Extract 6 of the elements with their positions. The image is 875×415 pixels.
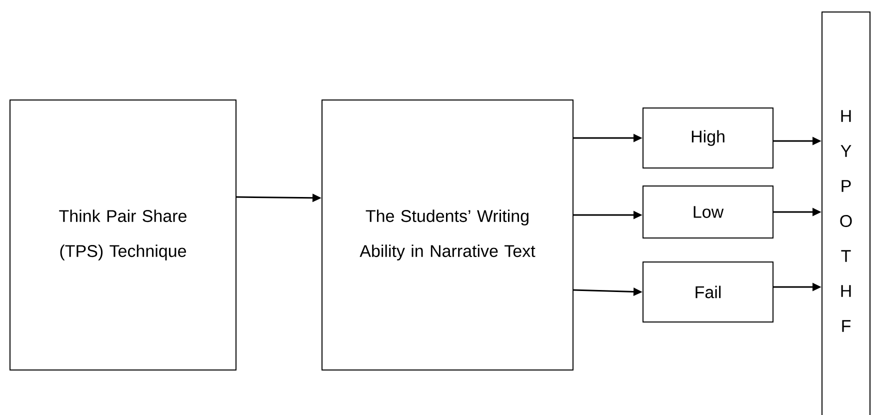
category-box: High — [642, 108, 774, 168]
category-box: Fail — [642, 262, 774, 322]
concept-box: The Students’ Writing Ability in Narrative Text — [322, 100, 574, 370]
category-box: Low — [642, 186, 774, 238]
hypothesis-box: H Y P O T H F — [822, 12, 870, 415]
concept-box: Think Pair Share (TPS) Technique — [10, 100, 236, 370]
